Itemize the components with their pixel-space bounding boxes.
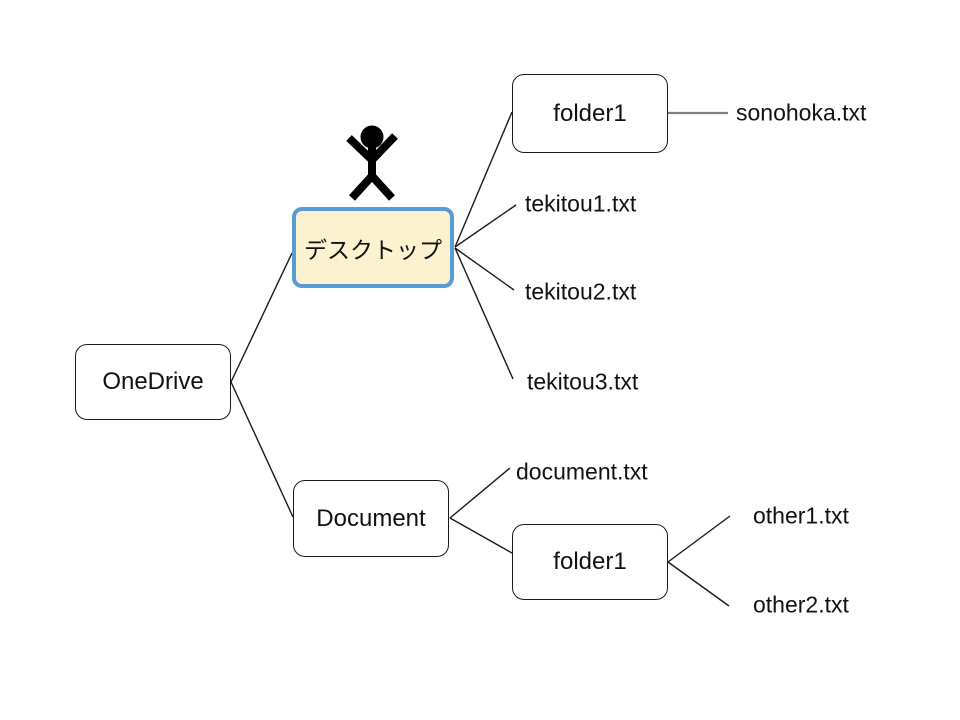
connector-desktop-tekitou3 [454, 247, 514, 380]
person-icon [346, 125, 398, 201]
connector-onedrive-desktop [230, 252, 293, 383]
connector-folder1-other1 [667, 515, 731, 563]
file-label-tekitou2[interactable]: tekitou2.txt [525, 278, 637, 305]
connector-desktop-tekitou2 [454, 247, 515, 291]
node-folder1-document[interactable]: folder1 [512, 524, 668, 600]
file-label-other1[interactable]: other1.txt [753, 502, 849, 529]
connector-document-folder1 [449, 517, 513, 554]
node-folder1-document-label: folder1 [553, 548, 627, 575]
node-desktop[interactable]: デスクトップ [292, 207, 454, 288]
file-label-tekitou1[interactable]: tekitou1.txt [525, 190, 637, 217]
connector-desktop-folder1 [454, 111, 513, 248]
file-label-document-txt[interactable]: document.txt [516, 458, 648, 485]
file-label-sonohoka[interactable]: sonohoka.txt [736, 99, 867, 126]
file-label-other2[interactable]: other2.txt [753, 591, 849, 618]
connector-document-documenttxt [449, 467, 511, 519]
file-label-tekitou3[interactable]: tekitou3.txt [527, 368, 639, 395]
node-onedrive[interactable]: OneDrive [75, 344, 231, 420]
connector-onedrive-document [230, 381, 294, 518]
node-document-label: Document [316, 504, 426, 532]
connector-folder1-other2 [667, 561, 730, 607]
node-desktop-label: デスクトップ [304, 236, 442, 263]
node-document[interactable]: Document [293, 480, 449, 557]
node-onedrive-label: OneDrive [102, 368, 204, 395]
connector-desktop-tekitou1 [454, 204, 517, 248]
node-folder1-desktop[interactable]: folder1 [512, 74, 668, 153]
node-folder1-desktop-label: folder1 [553, 99, 627, 127]
